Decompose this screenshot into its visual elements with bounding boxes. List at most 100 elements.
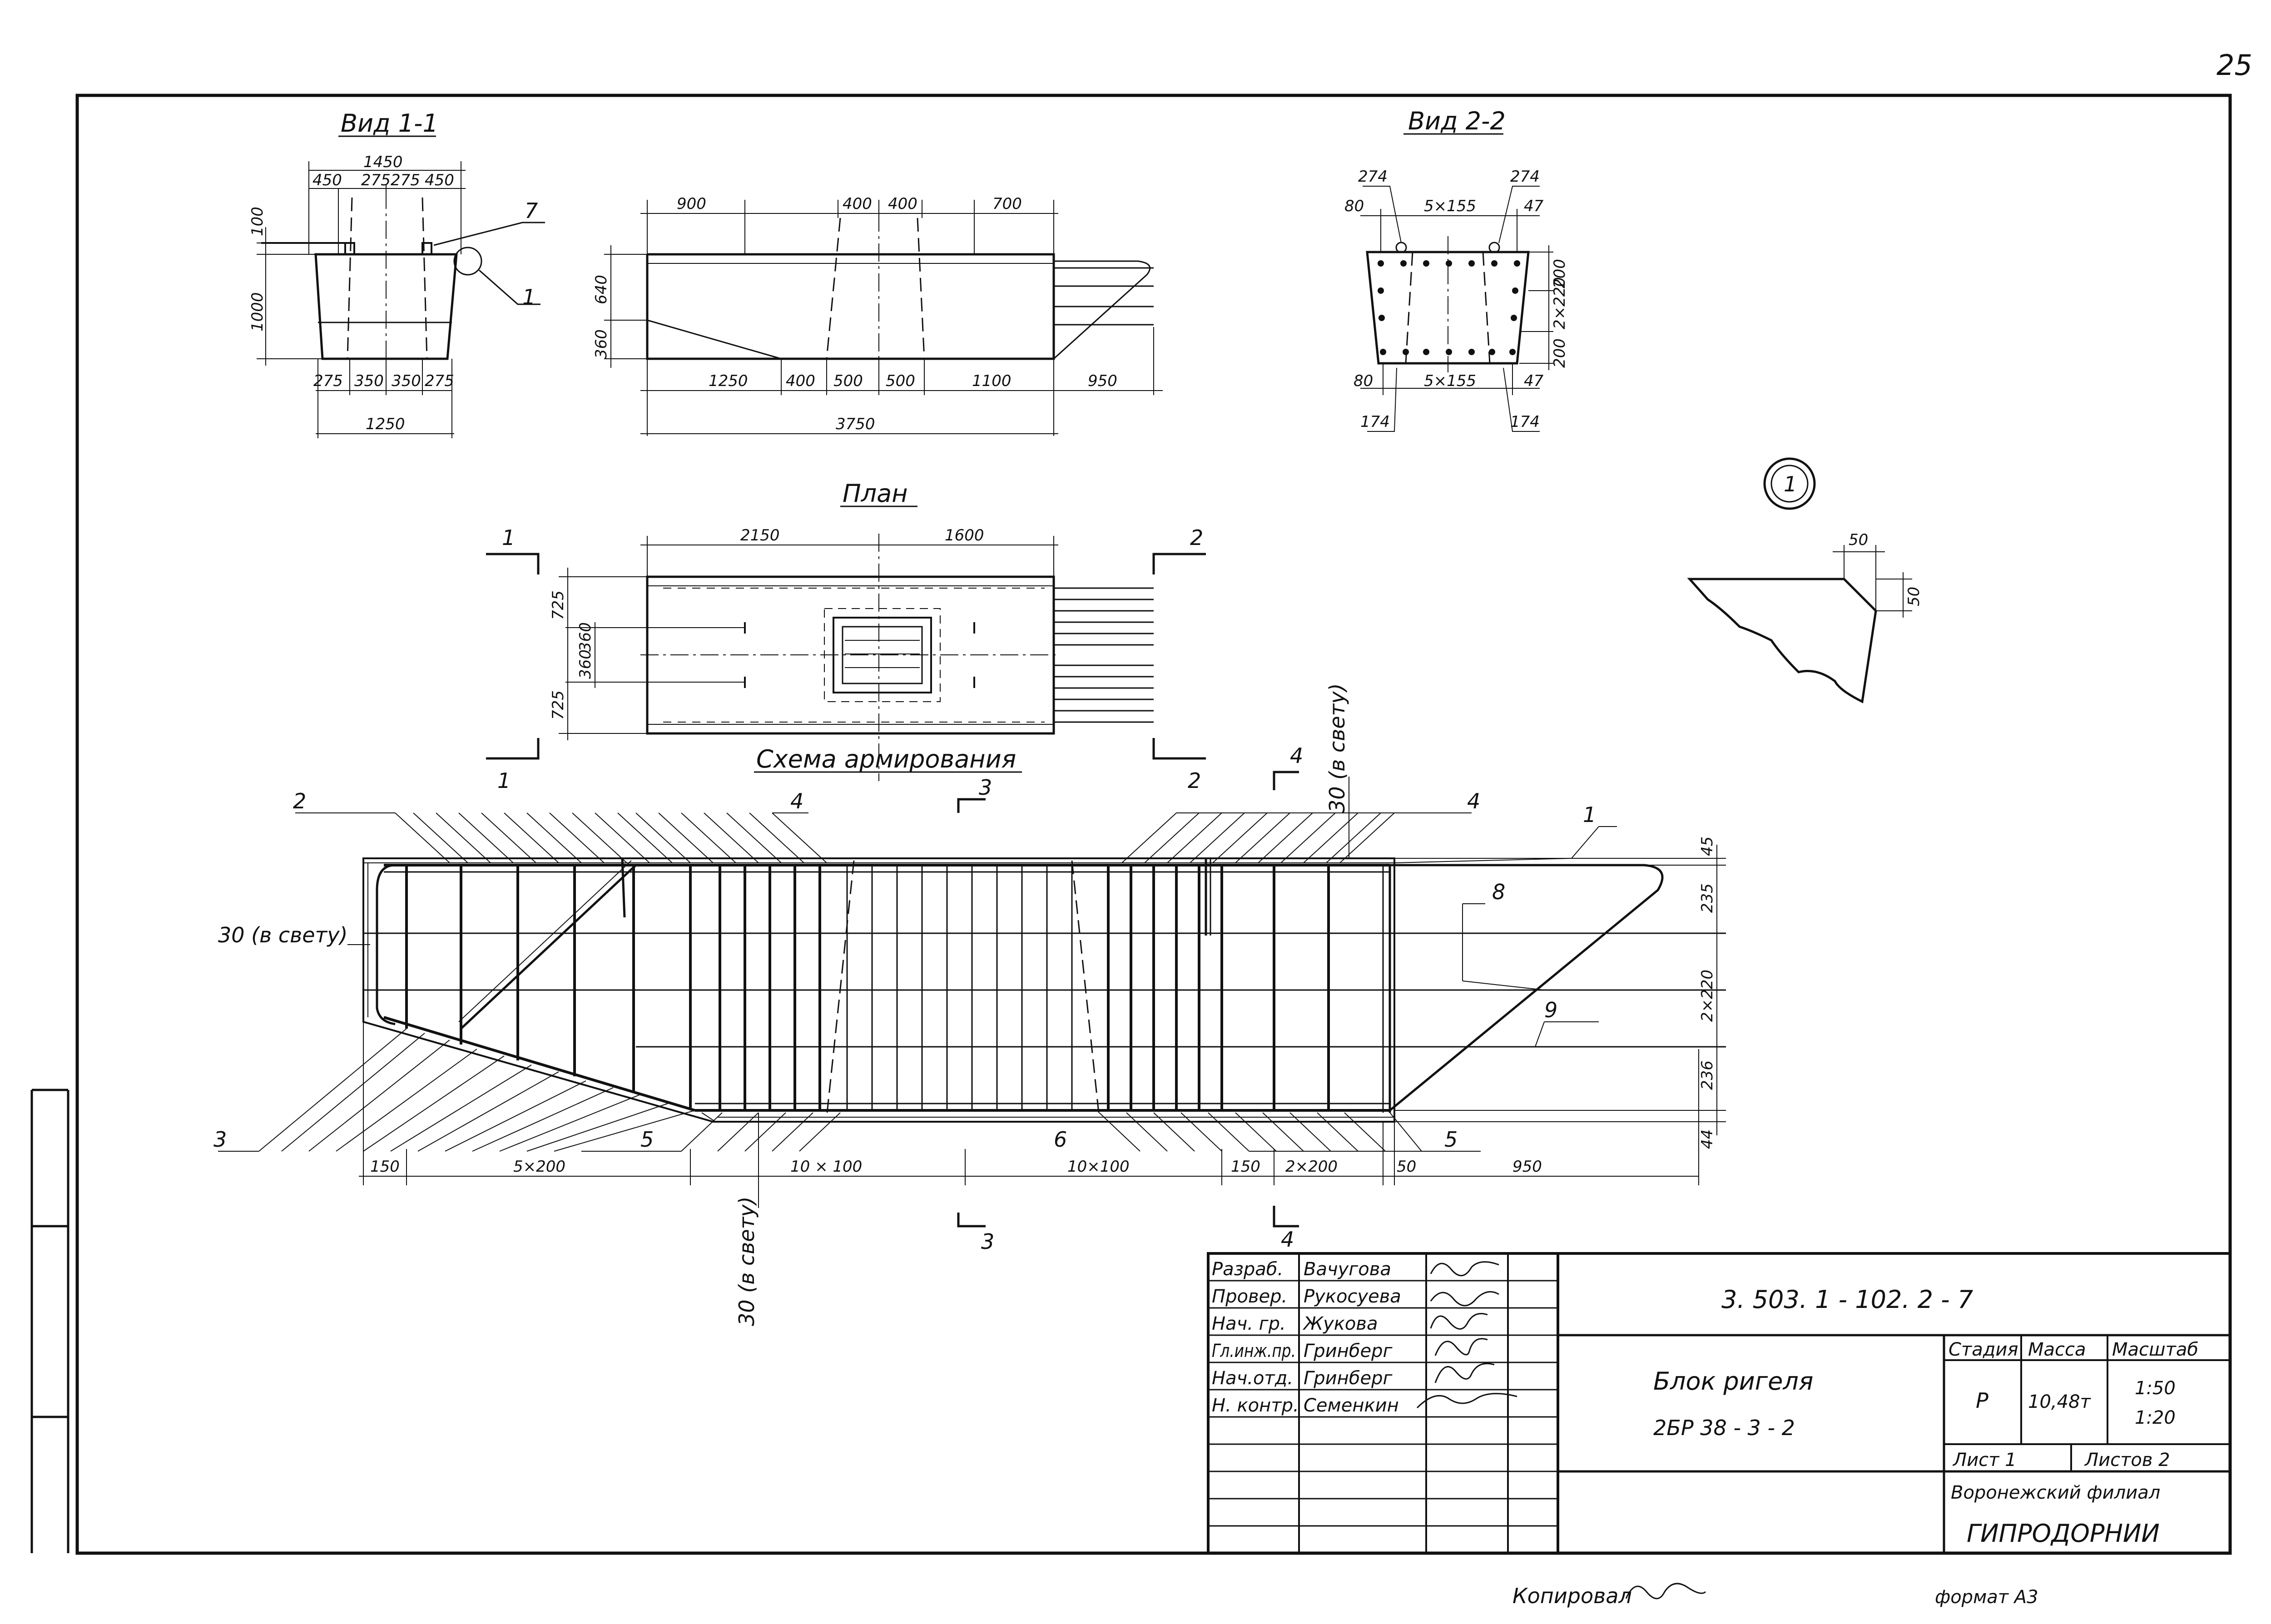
- dim-150-a: 150: [370, 1158, 400, 1176]
- dim-50-a: 50: [1849, 531, 1868, 549]
- dim-274-a: 274: [1358, 168, 1388, 186]
- reinforcement-labels: Схема армирования 2 4 4 1 8 9 3 5 6 5 30…: [213, 683, 1716, 1326]
- scale-1-20: 1:20: [2135, 1407, 2176, 1428]
- stage-value: Р: [1976, 1388, 1988, 1413]
- page-number: 25: [2216, 49, 2252, 82]
- dim-275-b: 275: [391, 171, 420, 189]
- dim-350-a: 350: [354, 372, 384, 390]
- item-mark: 2БР 38 - 3 - 2: [1653, 1416, 1795, 1440]
- pos-8: 8: [1492, 880, 1505, 904]
- clear-note-bottom: 30 (в свету): [734, 1196, 759, 1326]
- dim-45: 45: [1698, 837, 1716, 856]
- section-mark-3-bottom: 3: [981, 1229, 994, 1254]
- dim-360: 360: [592, 329, 610, 359]
- dim-275-c: 275: [313, 372, 343, 390]
- pos-6: 6: [1054, 1127, 1067, 1152]
- dim-44: 44: [1698, 1129, 1716, 1149]
- stirrups: [405, 865, 1330, 1110]
- dim-1250-e: 1250: [709, 372, 748, 390]
- scale-1-50: 1:50: [2135, 1378, 2176, 1399]
- dim-725-a: 725: [549, 590, 567, 620]
- dim-200-a: 200: [1551, 259, 1569, 288]
- dim-200-b: 200: [1551, 338, 1569, 368]
- document-code: 3. 503. 1 - 102. 2 - 7: [1721, 1285, 1973, 1314]
- section-mark-4-top: 4: [1290, 743, 1303, 768]
- mass-value: 10,48т: [2028, 1391, 2092, 1412]
- view-1-1-labels: Вид 1-1 1450 450 275 275 450 100 1000 27…: [248, 109, 538, 433]
- dim-400-c: 400: [786, 372, 815, 390]
- name-3: Гринберг: [1304, 1341, 1393, 1362]
- sheets-total: Листов 2: [2084, 1450, 2170, 1471]
- view-2-2-title: Вид 2-2: [1408, 107, 1506, 135]
- role-3: Гл.инж.пр.: [1212, 1341, 1296, 1362]
- pos-3: 3: [213, 1127, 227, 1152]
- dim-275-d: 275: [425, 372, 454, 390]
- item-name: Блок ригеля: [1653, 1367, 1813, 1396]
- dim-10x100-a: 10 × 100: [790, 1158, 862, 1176]
- dim-1600: 1600: [945, 526, 984, 545]
- reinforcement-scheme: [218, 771, 1726, 1228]
- dim-174-a: 174: [1360, 413, 1390, 431]
- dim-950-r: 950: [1512, 1158, 1542, 1176]
- section-mark-1-bottom: 1: [497, 768, 511, 793]
- detail-1-labels: 1 50 50: [1784, 472, 1923, 606]
- elevation-view: [604, 200, 1163, 436]
- organization-line2: ГИПРОДОРНИИ: [1967, 1519, 2160, 1548]
- organization-line1: Воронежский филиал: [1951, 1482, 2160, 1503]
- dim-400-b: 400: [888, 195, 917, 213]
- dim-174-b: 174: [1510, 413, 1540, 431]
- clear-note-top: 30 (в свету): [1325, 683, 1349, 813]
- detail-1: [1687, 457, 1912, 703]
- section-mark-4-bottom: 4: [1281, 1227, 1294, 1252]
- dim-5x155-a: 5×155: [1424, 197, 1476, 215]
- dim-47-b: 47: [1524, 372, 1544, 390]
- rebar-dots: [1378, 260, 1520, 355]
- plan-labels: План 2150 1600 725 360 360 725 1 1 2 2: [497, 479, 1203, 793]
- signatures: [1416, 1261, 1517, 1409]
- role-5: Н. контр.: [1212, 1395, 1299, 1416]
- role-1: Провер.: [1212, 1286, 1287, 1307]
- dim-950-e: 950: [1088, 372, 1117, 390]
- dim-100: 100: [248, 207, 267, 236]
- copied-by-signature: [1625, 1583, 1706, 1599]
- format: формат А3: [1935, 1587, 2038, 1608]
- dim-700: 700: [992, 195, 1022, 213]
- dim-1100: 1100: [972, 372, 1012, 390]
- dim-5x155-b: 5×155: [1424, 372, 1476, 390]
- clear-note-left: 30 (в свету): [218, 923, 348, 947]
- dim-275-a: 275: [361, 171, 391, 189]
- name-2: Жукова: [1302, 1313, 1378, 1334]
- dim-2x220-r: 2×220: [1698, 970, 1716, 1022]
- reinforcement-title: Схема армирования: [756, 745, 1016, 773]
- role-0: Разраб.: [1212, 1259, 1283, 1280]
- dim-2x200: 2×200: [1285, 1158, 1338, 1176]
- dim-150-b: 150: [1231, 1158, 1260, 1176]
- dim-2x220: 2×220: [1551, 277, 1569, 329]
- role-2: Нач. гр.: [1212, 1313, 1286, 1334]
- dim-1000: 1000: [248, 292, 267, 332]
- callout-1: 1: [522, 285, 536, 309]
- pos-4-b: 4: [1467, 789, 1480, 813]
- pos-2: 2: [293, 789, 306, 813]
- dim-725-b: 725: [549, 690, 567, 720]
- dim-235: 235: [1698, 883, 1716, 913]
- role-4: Нач.отд.: [1212, 1368, 1293, 1389]
- dim-10x100-b: 10×100: [1067, 1158, 1130, 1176]
- dim-80-a: 80: [1344, 197, 1364, 215]
- name-4: Гринберг: [1304, 1368, 1393, 1389]
- sheet-number: Лист 1: [1952, 1450, 2017, 1471]
- pos-1: 1: [1583, 802, 1596, 827]
- dim-274-b: 274: [1510, 168, 1540, 186]
- title-block: [1207, 1252, 2231, 1555]
- copied-by: Копировал: [1512, 1584, 1632, 1608]
- plan-view: [486, 505, 1206, 781]
- pos-5-b: 5: [1444, 1127, 1458, 1152]
- dim-350-b: 350: [392, 372, 421, 390]
- dim-500-a: 500: [833, 372, 863, 390]
- pos-4-a: 4: [790, 789, 803, 813]
- view-2-2: [1360, 133, 1553, 432]
- section-mark-1-top: 1: [502, 525, 515, 550]
- name-0: Вачугова: [1304, 1259, 1391, 1280]
- dim-400-a: 400: [843, 195, 872, 213]
